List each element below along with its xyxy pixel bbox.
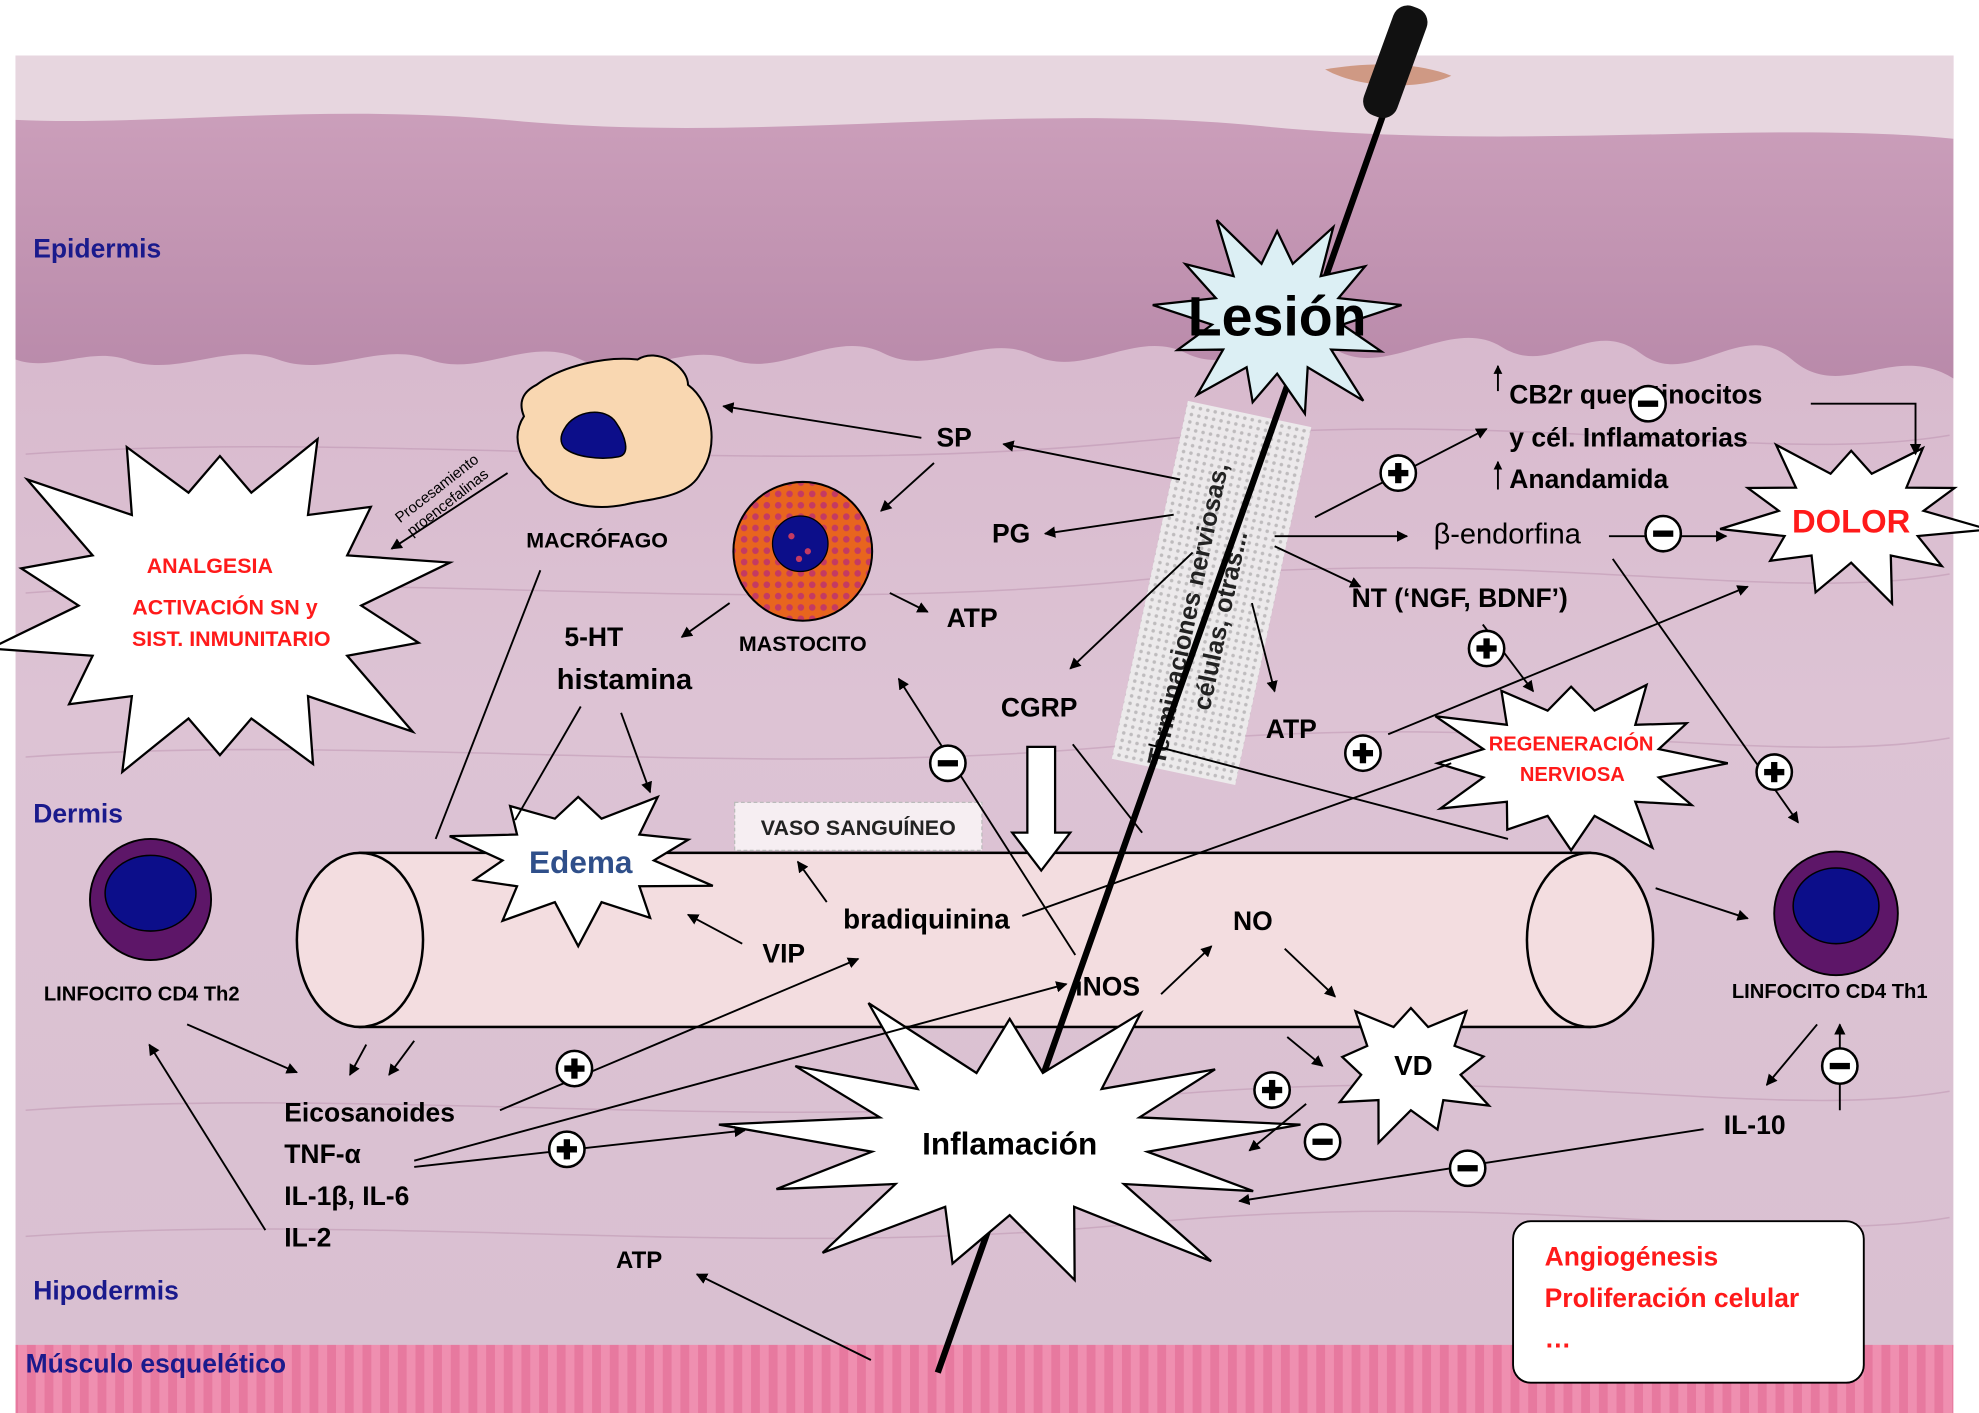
label-il2: IL-2: [284, 1222, 331, 1252]
label-atp-mast: ATP: [947, 603, 998, 633]
minus-sign-icon: [1305, 1124, 1340, 1159]
analgesia-label-line3: SIST. INMUNITARIO: [132, 627, 331, 651]
mast-cell-label: MASTOCITO: [739, 632, 867, 656]
minus-sign-icon: [1646, 516, 1681, 551]
macrophage-label: MACRÓFAGO: [526, 528, 668, 553]
outcome-line2: Proliferación celular: [1545, 1283, 1800, 1313]
dolor-label: DOLOR: [1792, 502, 1911, 539]
label-eicosanoides: Eicosanoides: [284, 1098, 455, 1128]
plus-sign-icon: [1345, 736, 1380, 771]
lymphocyte-th2: [90, 839, 211, 960]
label-anandamida: Anandamida: [1509, 464, 1668, 494]
label-sp: SP: [937, 423, 972, 453]
lymphocyte-th1: [1774, 852, 1898, 976]
layer-label-dermis: Dermis: [33, 799, 123, 829]
plus-sign-icon: [549, 1132, 584, 1167]
mast-cell-nucleus: [773, 516, 829, 572]
macrophage-cell: [518, 355, 712, 506]
plus-sign-icon: [1254, 1072, 1289, 1107]
layer-label-hipodermis: Hipodermis: [33, 1275, 179, 1305]
label-b-endorfina: β-endorfina: [1434, 519, 1582, 551]
plus-sign-icon: [1381, 455, 1416, 490]
label-atp-nerve: ATP: [1266, 714, 1317, 744]
lesion-label: Lesión: [1188, 286, 1367, 348]
label-histamina: histamina: [557, 664, 693, 696]
vd-label: VD: [1394, 1050, 1433, 1081]
label-5ht: 5-HT: [564, 622, 623, 652]
label-il1: IL-1β, IL-6: [284, 1181, 409, 1211]
lymphocyte-th2-nucleus: [105, 855, 196, 931]
label-cgrp: CGRP: [1001, 693, 1078, 723]
plus-sign-icon: [1757, 754, 1792, 789]
minus-sign-icon: [930, 746, 965, 781]
plus-sign-icon: [557, 1051, 592, 1086]
minus-sign-icon: [1450, 1151, 1485, 1186]
regeneracion-label-line2: NERVIOSA: [1520, 764, 1625, 786]
label-bradiquinina: bradiquinina: [843, 904, 1010, 935]
label-nt: NT (‘NGF, BDNF’): [1352, 583, 1568, 613]
outcome-line1: Angiogénesis: [1545, 1241, 1719, 1271]
analgesia-label-line2: ACTIVACIÓN SN y: [132, 594, 317, 619]
label-pg: PG: [992, 518, 1030, 548]
label-vip: VIP: [762, 939, 805, 969]
mast-cell: [733, 482, 872, 621]
lymphocyte-th2-label: LINFOCITO CD4 Th2: [44, 983, 240, 1005]
edema-label: Edema: [529, 844, 633, 880]
minus-sign-icon: [1630, 386, 1665, 421]
vessel-label: VASO SANGUÍNEO: [761, 815, 956, 840]
outcome-box: Angiogénesis Proliferación celular …: [1513, 1221, 1864, 1382]
plus-sign-icon: [1469, 631, 1504, 666]
inflamacion-label: Inflamación: [922, 1125, 1097, 1161]
label-atp-bottom: ATP: [616, 1247, 662, 1274]
layer-label-musculo: Músculo esquelético: [26, 1349, 287, 1379]
outcome-line3: …: [1545, 1323, 1571, 1353]
label-no: NO: [1233, 906, 1273, 936]
label-inos: iNOS: [1075, 971, 1140, 1001]
label-tnf: TNF-α: [284, 1139, 361, 1169]
label-il10: IL-10: [1724, 1110, 1786, 1140]
layer-label-epidermis: Epidermis: [33, 233, 161, 263]
analgesia-label-line1: ANALGESIA: [147, 554, 273, 578]
minus-sign-icon: [1822, 1048, 1857, 1083]
label-cb2r-line2: y cél. Inflamatorias: [1509, 423, 1747, 453]
regeneracion-label-line1: REGENERACIÓN: [1489, 732, 1654, 756]
lymphocyte-th1-nucleus: [1793, 868, 1879, 944]
lymphocyte-th1-label: LINFOCITO CD4 Th1: [1732, 981, 1928, 1003]
